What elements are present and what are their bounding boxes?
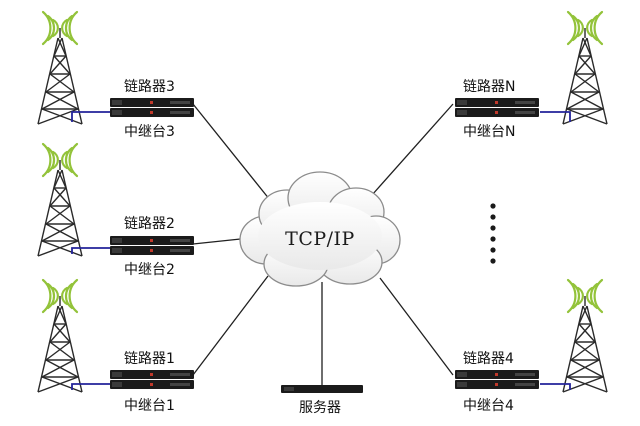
cloud-label: TCP/IP bbox=[285, 228, 355, 250]
linker-label-3: 链路器3 bbox=[124, 79, 175, 95]
repeater-label-4: 中继台4 bbox=[463, 398, 514, 414]
link-site-3 bbox=[192, 103, 271, 201]
device-stack-site-1 bbox=[110, 370, 194, 389]
link-site-n bbox=[371, 103, 454, 196]
server-device bbox=[281, 385, 363, 393]
repeater-label-2: 中继台2 bbox=[124, 262, 175, 278]
device-stack-site-n bbox=[455, 98, 539, 117]
repeater-label-1: 中继台1 bbox=[124, 398, 175, 414]
tcp-ip-cloud bbox=[239, 171, 401, 287]
radio-tower-icon bbox=[561, 10, 609, 126]
linker-label-4: 链路器4 bbox=[463, 351, 514, 367]
device-stack-site-4 bbox=[455, 370, 539, 389]
repeater-label-n: 中继台N bbox=[463, 124, 516, 140]
radio-tower-icon bbox=[36, 142, 84, 258]
link-site-1 bbox=[192, 275, 269, 376]
radio-tower-icon bbox=[561, 278, 609, 394]
more-sites-ellipsis bbox=[490, 203, 496, 264]
link-site-4 bbox=[379, 277, 454, 376]
server-label: 服务器 bbox=[299, 400, 341, 416]
radio-tower-icon bbox=[36, 278, 84, 394]
linker-label-2: 链路器2 bbox=[124, 216, 175, 232]
device-stack-site-2 bbox=[110, 236, 194, 255]
linker-label-1: 链路器1 bbox=[124, 351, 175, 367]
linker-label-n: 链路器N bbox=[463, 79, 516, 95]
radio-tower-icon bbox=[36, 10, 84, 126]
repeater-label-3: 中继台3 bbox=[124, 124, 175, 140]
device-stack-site-3 bbox=[110, 98, 194, 117]
